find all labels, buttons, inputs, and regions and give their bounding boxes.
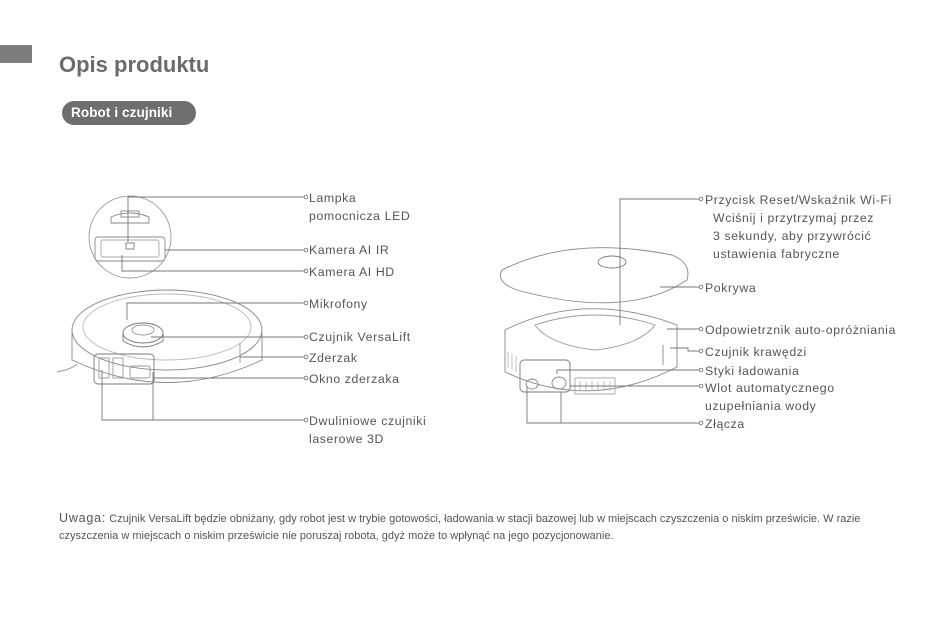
label-water-line-2: uzupełniania wody bbox=[705, 399, 817, 413]
left-leader-lines bbox=[101, 196, 305, 421]
section-badge: Robot i czujniki bbox=[62, 101, 197, 125]
label-microphones: Mikrofony bbox=[309, 297, 368, 311]
label-reset-button: Przycisk Reset/Wskaźnik Wi-Fi bbox=[705, 193, 892, 207]
right-leader-lines bbox=[526, 198, 700, 424]
robot-rear-illustration bbox=[499, 247, 689, 395]
label-charging-contacts: Styki ładowania bbox=[705, 364, 800, 378]
note: Uwaga: Czujnik VersaLift będzie obniżany… bbox=[59, 510, 899, 545]
label-versalift-sensor: Czujnik VersaLift bbox=[309, 330, 411, 344]
label-reset-desc-line-3: ustawienia fabryczne bbox=[713, 247, 840, 261]
page-title: Opis produktu bbox=[59, 52, 210, 77]
label-reset-desc-line-2: 3 sekundy, aby przywrócić bbox=[713, 229, 872, 243]
label-water-inlet: Wlot automatycznego uzupełniania wody bbox=[705, 379, 835, 415]
robot-top-illustration bbox=[56, 195, 263, 385]
label-ir-camera: Kamera AI IR bbox=[309, 243, 390, 257]
label-reset-desc-line-1: Wciśnij i przytrzymaj przez bbox=[713, 211, 875, 225]
note-prefix: Uwaga: bbox=[59, 511, 107, 525]
label-bumper-window: Okno zderzaka bbox=[309, 372, 400, 386]
label-edge-sensor: Czujnik krawędzi bbox=[705, 345, 807, 359]
label-reset-description: Wciśnij i przytrzymaj przez 3 sekundy, a… bbox=[713, 209, 874, 263]
label-ports: Złącza bbox=[705, 417, 745, 431]
label-hd-camera: Kamera AI HD bbox=[309, 265, 395, 279]
note-text: Czujnik VersaLift będzie obniżany, gdy r… bbox=[59, 513, 861, 542]
label-led-line-2: pomocnicza LED bbox=[309, 209, 411, 223]
label-laser-line-2: laserowe 3D bbox=[309, 432, 384, 446]
label-auto-empty-vent: Odpowietrznik auto-opróżniania bbox=[705, 323, 896, 337]
label-laser-line-1: Dwuliniowe czujniki bbox=[309, 414, 427, 428]
label-led-light: Lampka pomocnicza LED bbox=[309, 189, 410, 225]
label-bumper: Zderzak bbox=[309, 351, 358, 365]
label-water-line-1: Wlot automatycznego bbox=[705, 381, 835, 395]
corner-tab bbox=[0, 45, 32, 63]
label-laser-sensors: Dwuliniowe czujniki laserowe 3D bbox=[309, 412, 426, 448]
label-cover: Pokrywa bbox=[705, 281, 757, 295]
label-led-line-1: Lampka bbox=[309, 191, 357, 205]
